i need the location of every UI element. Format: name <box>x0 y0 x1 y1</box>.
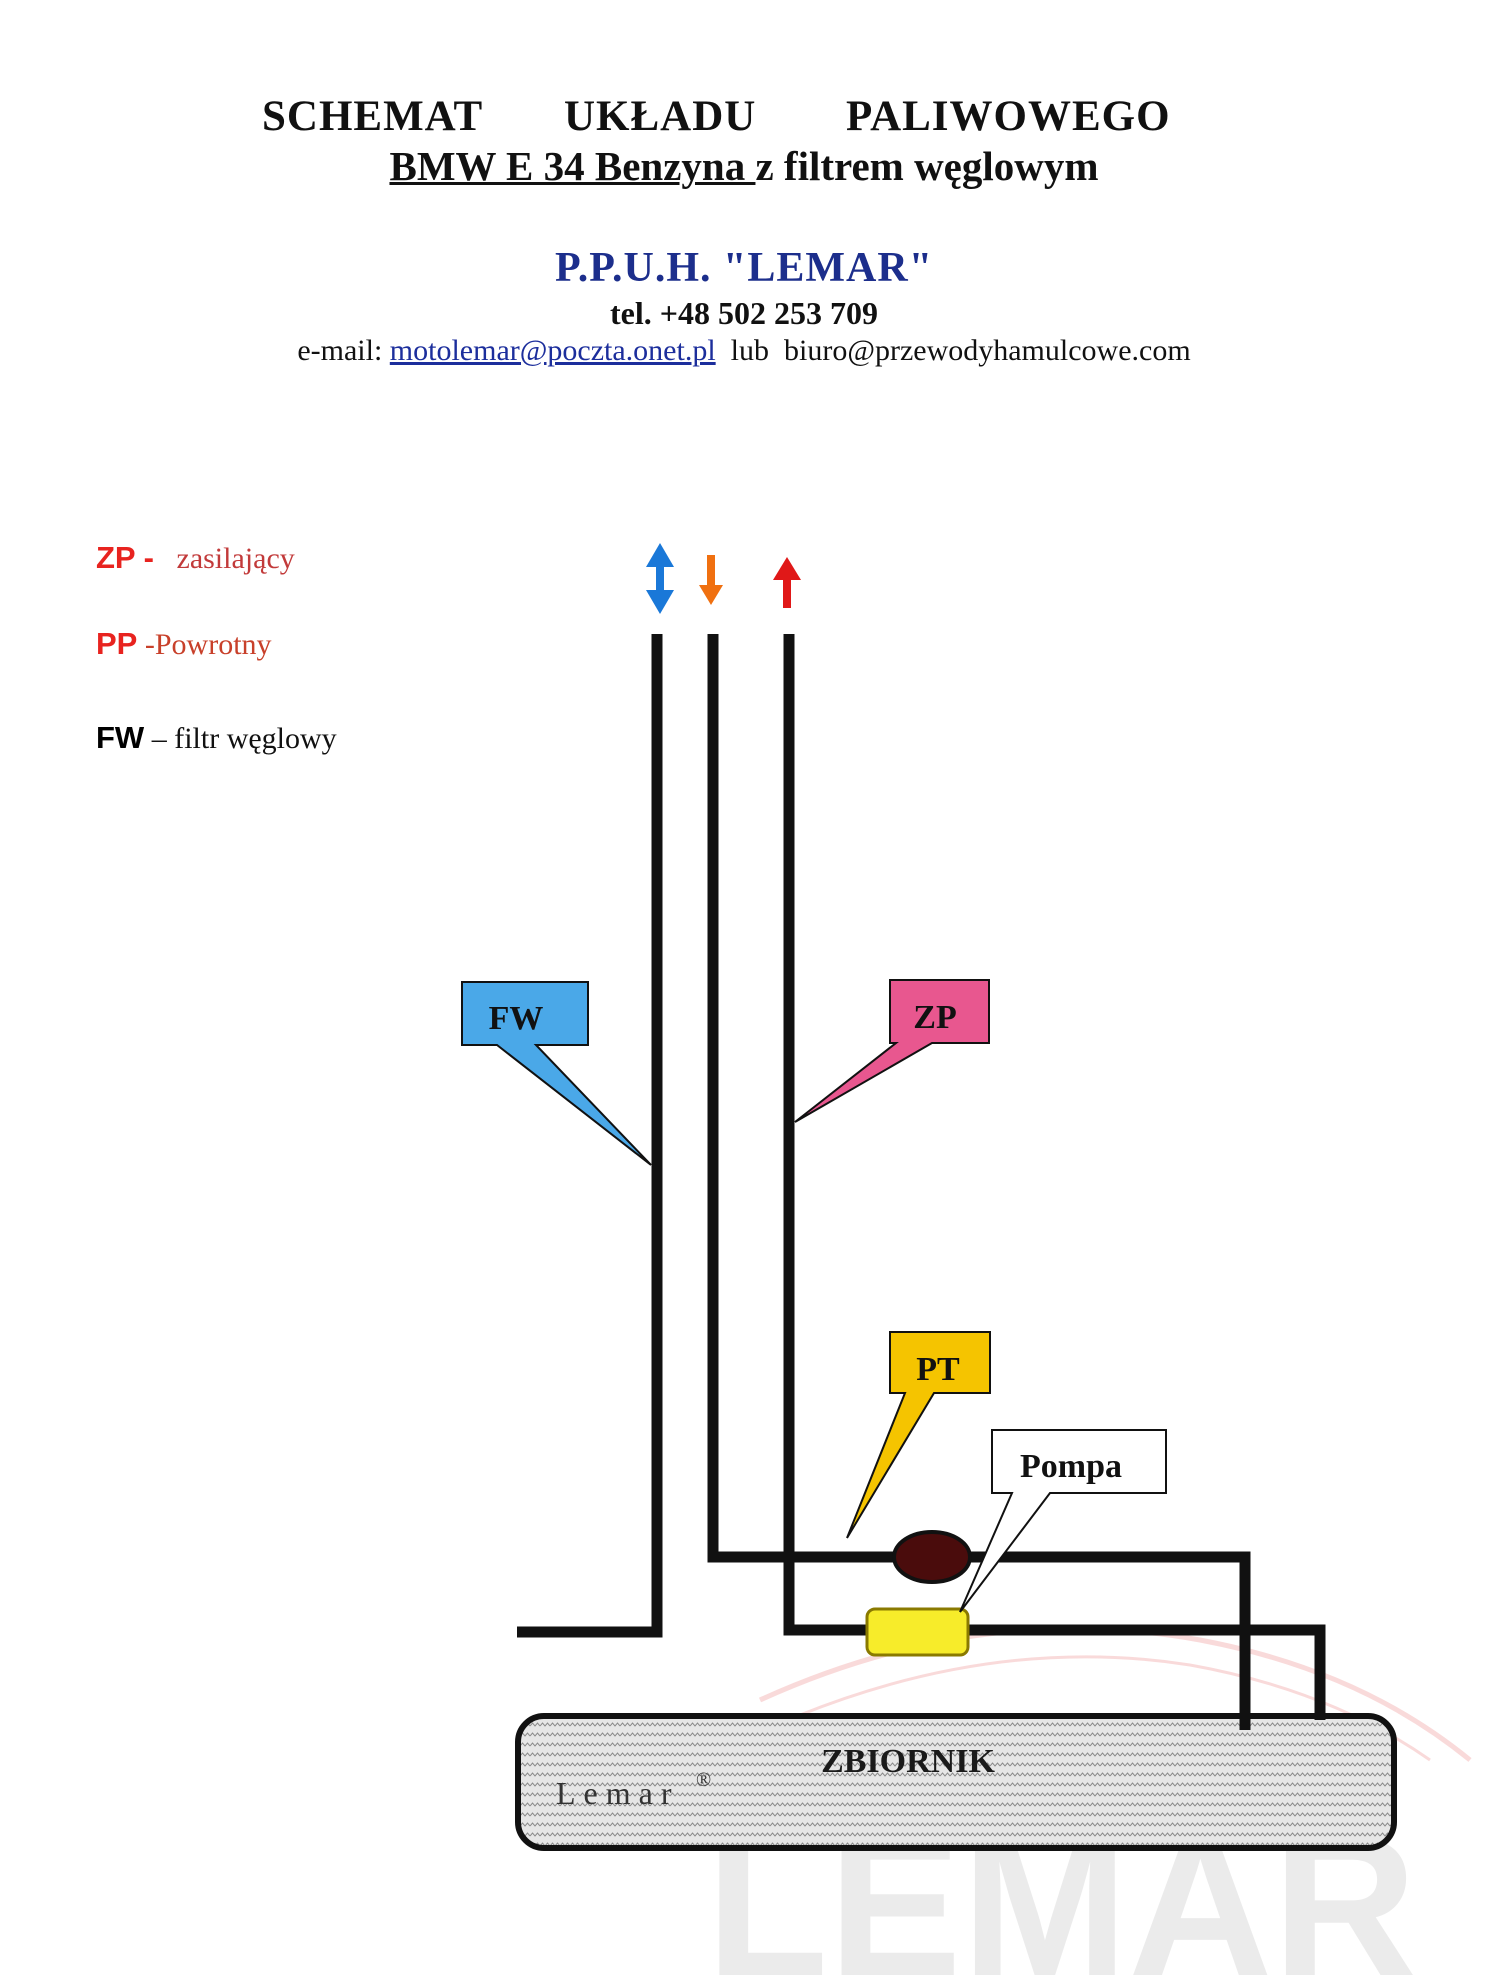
arrow-bidirectional-icon <box>646 543 674 614</box>
title-word-3: PALIWOWEGO <box>846 93 1171 140</box>
company-name: P.P.U.H. "LEMAR" <box>554 245 934 291</box>
email-separator: lub <box>715 334 784 367</box>
title-word-2: UKŁADU <box>564 93 757 140</box>
phone-number: tel. +48 502 253 709 <box>610 295 878 331</box>
legend-zp-code: ZP - <box>96 540 154 575</box>
title-row: SCHEMAT UKŁADU PALIWOWEGO <box>0 92 1488 142</box>
legend-pp-desc: -Powrotny <box>144 628 272 661</box>
tank-brand: Lemar <box>556 1775 680 1811</box>
legend-pp: PP -Powrotny <box>96 626 272 662</box>
fuel-tank: ZBIORNIK Lemar ® <box>515 1713 1397 1851</box>
subtitle-model: BMW E 34 Benzyna <box>389 143 756 189</box>
email-prefix: e-mail: <box>297 334 390 367</box>
legend-fw-desc: – filtr węglowy <box>144 722 337 755</box>
callout-pt: PT <box>846 1331 991 1539</box>
tank-label: ZBIORNIK <box>821 1743 995 1780</box>
fuel-lines <box>517 634 1326 1730</box>
subtitle: BMW E 34 Benzyna z filtrem węglowym <box>0 142 1488 190</box>
email-2: biuro@przewodyhamulcowe.com <box>784 334 1191 367</box>
fuel-pump <box>865 1607 970 1657</box>
legend-fw: FW – filtr węglowy <box>96 720 337 756</box>
email-link-1[interactable]: motolemar@poczta.onet.pl <box>389 334 716 367</box>
callout-fw: FW <box>461 981 652 1166</box>
subtitle-rest: z filtrem węglowym <box>755 143 1099 189</box>
callout-zp-label: ZP <box>913 999 956 1036</box>
title-word-1: SCHEMAT <box>262 93 484 140</box>
email-line: e-mail: motolemar@poczta.onet.pl lub biu… <box>0 334 1488 368</box>
legend-zp-desc: zasilający <box>176 542 295 575</box>
legend-fw-code: FW <box>96 720 145 755</box>
tank-registered-mark: ® <box>696 1769 711 1791</box>
fuel-filter <box>892 1530 972 1584</box>
callout-pt-label: PT <box>916 1351 960 1388</box>
arrow-down-icon <box>699 555 723 605</box>
legend-pp-code: PP <box>96 626 138 661</box>
line-fw <box>517 634 663 1638</box>
callout-pompa: Pompa <box>959 1429 1167 1613</box>
legend-zp: ZP - zasilający <box>96 540 295 576</box>
callout-pompa-label: Pompa <box>1020 1448 1122 1485</box>
line-return <box>707 634 1251 1730</box>
arrow-up-icon <box>773 557 801 608</box>
callout-zp: ZP <box>794 979 990 1123</box>
line-supply <box>783 634 1326 1720</box>
callout-fw-label: FW <box>489 1000 544 1037</box>
